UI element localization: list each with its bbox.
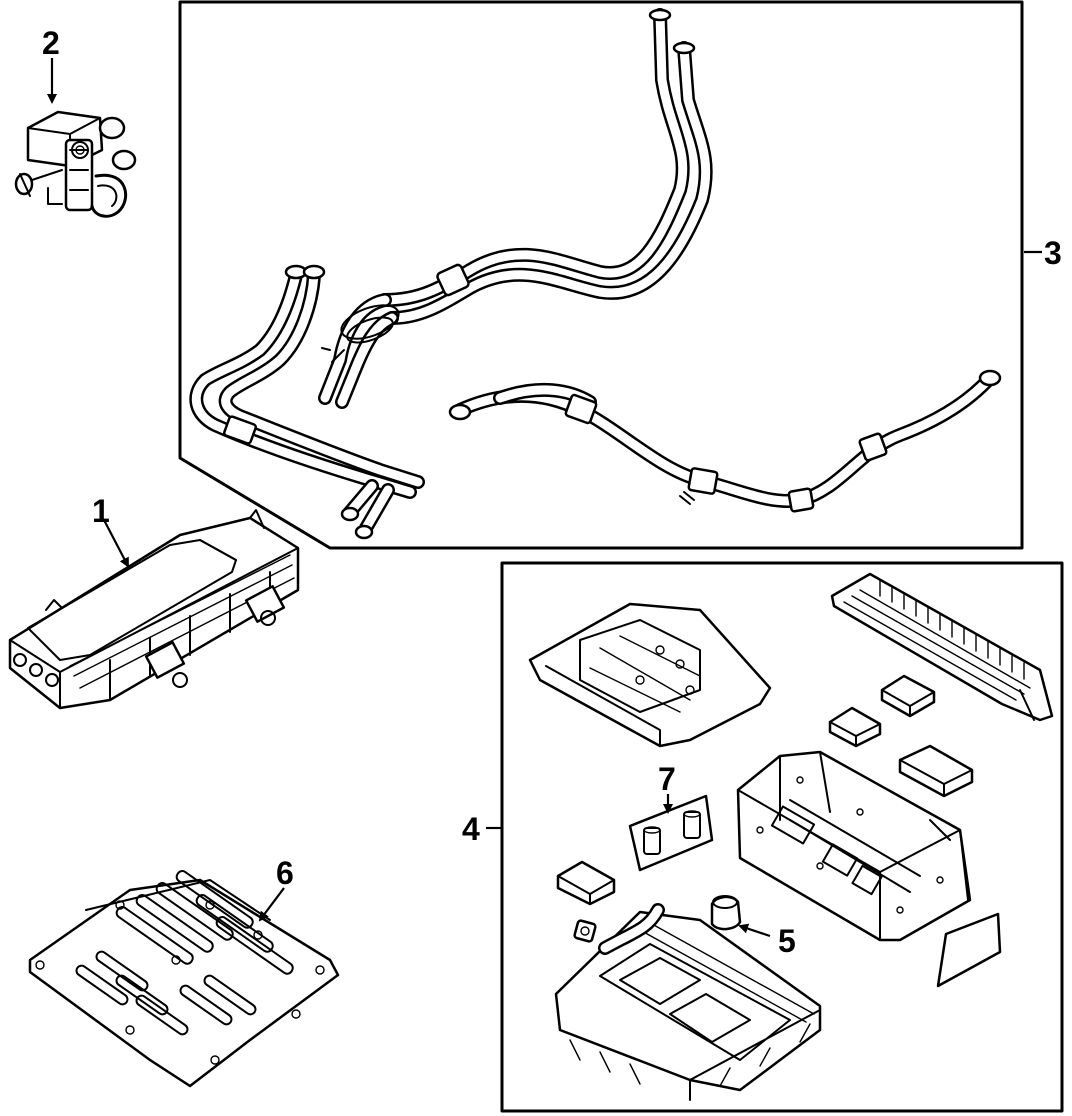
hose-group-box — [178, 0, 1024, 550]
grommet-icon[interactable] — [710, 895, 742, 931]
battery-pack-icon[interactable] — [8, 509, 300, 710]
battery-assembly-icon[interactable] — [528, 572, 1054, 1101]
callout-7: 7 — [658, 761, 676, 797]
battery-assembly-box — [500, 561, 1064, 1113]
coolant-hoses-icon[interactable] — [189, 8, 1002, 540]
callout-3: 3 — [1044, 235, 1062, 271]
callout-2: 2 — [42, 25, 60, 61]
skid-plate-icon[interactable] — [28, 869, 340, 1088]
callout-1: 1 — [92, 493, 110, 529]
callout-5: 5 — [778, 923, 796, 959]
callout-6: 6 — [276, 855, 294, 891]
callout-leaders — [47, 58, 1042, 938]
callout-4: 4 — [462, 811, 480, 847]
coolant-valve-icon[interactable] — [14, 110, 137, 218]
